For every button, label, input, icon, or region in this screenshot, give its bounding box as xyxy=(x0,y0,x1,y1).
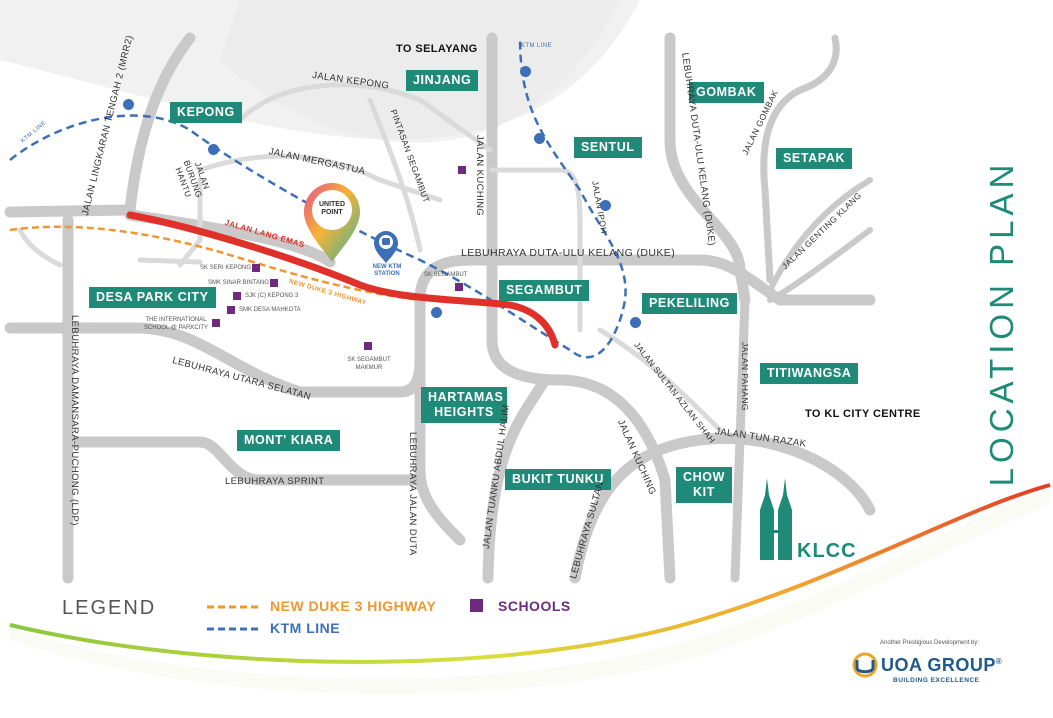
school-label: SK SERI KEPONG xyxy=(200,265,252,271)
area-desa-park-city: DESA PARK CITY xyxy=(89,287,216,308)
area-hartamas-heights: HARTAMAS HEIGHTS xyxy=(421,387,507,423)
school-marker xyxy=(227,306,235,314)
school-marker xyxy=(252,264,260,272)
area-gombak: GOMBAK xyxy=(689,82,764,103)
legend-school-icon xyxy=(470,599,483,612)
school-label: SK SEGAMBUT xyxy=(424,272,468,278)
united-point-text: UNITED POINT xyxy=(318,201,346,216)
decorative-arc xyxy=(9,483,1051,664)
location-plan-title: LOCATION PLAN xyxy=(972,160,1032,487)
area-chow-kit-text: CHOW KIT xyxy=(683,470,725,499)
ktm-station-pin xyxy=(374,231,398,263)
ktm-station-label: NEW KTM STATION xyxy=(372,264,402,278)
road-sprint-label: LEBUHRAYA SPRINT xyxy=(225,476,325,487)
road-tun-razak xyxy=(694,433,876,516)
to-selayang-label: TO SELAYANG xyxy=(396,43,478,55)
lang-emas-highway xyxy=(126,211,559,349)
road-mergastua xyxy=(197,153,443,203)
road-gombak xyxy=(760,34,840,284)
school-marker xyxy=(364,342,372,350)
school-marker xyxy=(458,166,466,174)
ktm-dot-ipoh xyxy=(600,200,611,211)
road-kuching-label: JALAN KUCHING xyxy=(474,135,485,217)
ktm-dot-kepong-2 xyxy=(208,144,219,155)
school-marker xyxy=(455,283,463,291)
area-segambut: SEGAMBUT xyxy=(499,280,590,301)
legend-duke3: NEW DUKE 3 HIGHWAY xyxy=(270,598,437,614)
road-ipoh xyxy=(489,167,583,333)
ktm-dot-segambut xyxy=(431,307,442,318)
to-kl-label: TO KL CITY CENTRE xyxy=(805,408,921,420)
ktm-dot-sentul xyxy=(534,133,545,144)
legend-swatches xyxy=(207,605,261,631)
road-azlan-shah xyxy=(597,327,723,433)
school-label: SMK DESA MAHKOTA xyxy=(239,307,301,313)
area-titiwangsa: TITIWANGSA xyxy=(760,363,859,384)
area-bukit-tunku: BUKIT TUNKU xyxy=(505,469,612,490)
location-plan-text: LOCATION PLAN xyxy=(983,159,1020,487)
united-point-label: UNITED POINT xyxy=(314,201,350,217)
road-pintasan xyxy=(367,97,423,253)
school-label-text: THE INTERNATIONAL SCHOOL @ PARKCITY xyxy=(143,317,209,331)
legend-ktm: KTM LINE xyxy=(270,620,341,636)
school-marker xyxy=(270,279,278,287)
road-abdul-halim xyxy=(482,374,551,584)
duke3-highway xyxy=(9,225,421,302)
road-burung-hantu xyxy=(177,177,203,268)
road-duke-horizontal-label: LEBUHRAYA DUTA-ULU KELANG (DUKE) xyxy=(461,247,676,259)
road-kepong xyxy=(237,82,493,153)
road-jalan-duta xyxy=(414,354,466,546)
legend-schools: SCHOOLS xyxy=(498,598,571,614)
road-sultan xyxy=(569,434,706,584)
ktm-station-text: NEW KTM STATION xyxy=(372,264,402,277)
area-sentul: SENTUL xyxy=(574,137,642,158)
road-duke-vertical xyxy=(664,32,751,306)
developer-tagline: Another Prestigious Development by: xyxy=(880,640,980,646)
area-jinjang: JINJANG xyxy=(406,70,479,91)
ktm-line-label-top: KTM LINE xyxy=(521,43,552,49)
uoa-logo-mark xyxy=(852,652,878,678)
area-hartamas-heights-text: HARTAMAS HEIGHTS xyxy=(428,390,504,419)
area-setapak: SETAPAK xyxy=(776,148,853,169)
road-genting-2 xyxy=(767,227,873,303)
school-label: THE INTERNATIONAL SCHOOL @ PARKCITY xyxy=(141,316,211,332)
developer-name: UOA GROUP® xyxy=(881,655,1002,676)
to-kl-text: TO KL CITY CENTRE xyxy=(805,408,921,420)
school-marker xyxy=(212,319,220,327)
klcc-label: KLCC xyxy=(797,540,857,562)
area-kepong: KEPONG xyxy=(170,102,242,123)
registered-mark: ® xyxy=(995,657,1003,666)
road-ldp-label: LEBUHRAYA DAMANSARA-PUCHONG (LDP) xyxy=(69,315,80,526)
school-label: SMK SINAR BINTANG xyxy=(208,280,269,286)
road-genting xyxy=(767,177,873,293)
road-sprint xyxy=(62,436,426,486)
road-jalan-duta-label: LEBUHRAYA JALAN DUTA xyxy=(407,432,418,556)
road-burung-hantu-label: JALAN BURUNG HANTU xyxy=(168,159,218,199)
road-pahang xyxy=(730,295,750,583)
school-label-text: SK SEGAMBUT MAKMUR xyxy=(347,357,391,371)
area-mont-kiara: MONT' KIARA xyxy=(237,430,341,451)
road-minor-west2 xyxy=(137,257,203,265)
school-label: SK SEGAMBUT MAKMUR xyxy=(344,356,394,372)
developer-slogan: BUILDING EXCELLENCE xyxy=(893,677,980,684)
area-pekeliling: PEKELILING xyxy=(642,293,738,314)
ktm-dot-jinjang xyxy=(520,66,531,77)
ktm-line-west xyxy=(9,37,627,359)
school-marker xyxy=(233,292,241,300)
school-label: SJK (C) KEPONG 3 xyxy=(245,293,299,299)
developer-name-text: UOA GROUP xyxy=(881,655,996,675)
road-mrr2 xyxy=(4,32,196,218)
road-pahang-label: JALAN PAHANG xyxy=(740,342,750,411)
decorative-arc-fill xyxy=(10,488,1050,695)
ktm-dot-pekeliling xyxy=(630,317,641,328)
legend-title: LEGEND xyxy=(62,597,157,619)
petronas-towers-icon xyxy=(760,478,792,560)
area-chow-kit: CHOW KIT xyxy=(676,467,732,503)
road-minor-west xyxy=(17,227,63,268)
united-point-pin xyxy=(304,183,360,262)
ktm-dot-kepong xyxy=(123,99,134,110)
